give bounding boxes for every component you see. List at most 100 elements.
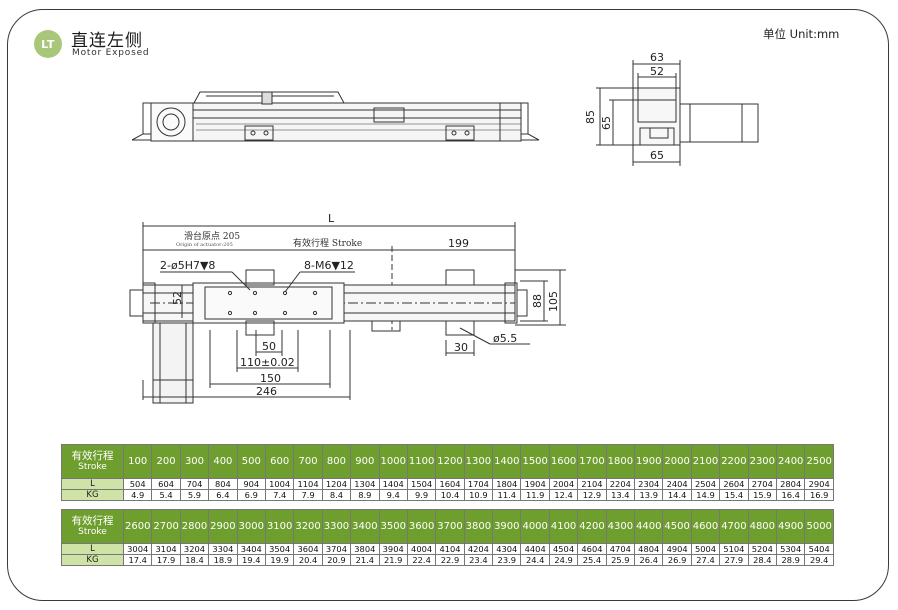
value-cell: 5404 (804, 543, 834, 555)
stroke-cell: 2700 (151, 509, 181, 544)
row-label: L (60, 478, 125, 490)
value-cell: 26.9 (662, 554, 692, 566)
value-cell: 19.4 (236, 554, 266, 566)
dim-65-v: 65 (600, 116, 613, 130)
dim-52-top: 52 (171, 291, 184, 305)
value-cell: 4204 (463, 543, 494, 555)
value-cell: 4104 (435, 543, 465, 555)
value-cell: 1604 (435, 478, 465, 490)
value-cell: 12.4 (548, 489, 579, 501)
value-cell: 904 (236, 478, 266, 490)
value-cell: 24.9 (548, 554, 579, 566)
dim-50: 50 (262, 340, 276, 353)
value-cell: 1504 (406, 478, 437, 490)
value-cell: 16.9 (804, 489, 834, 501)
stroke-cell: 3900 (492, 509, 522, 544)
value-cell: 3604 (293, 543, 323, 555)
technical-drawing: 63 52 85 65 65 (129, 51, 759, 404)
value-cell: 20.4 (293, 554, 323, 566)
row-label: KG (60, 554, 125, 566)
value-cell: 14.9 (690, 489, 721, 501)
stroke-cell: 4800 (747, 509, 778, 544)
value-cell: 17.4 (123, 554, 153, 566)
stroke-cell: 5000 (804, 509, 834, 544)
value-cell: 17.9 (151, 554, 181, 566)
stroke-cell: 4500 (662, 509, 692, 544)
stroke-cell: 3100 (264, 509, 295, 544)
value-cell: 3404 (236, 543, 266, 555)
stroke-cell: 2600 (123, 509, 153, 544)
stroke-cell: 3800 (463, 509, 494, 544)
value-cell: 27.9 (719, 554, 749, 566)
value-cell: 2204 (605, 478, 636, 490)
page-frame (7, 9, 889, 601)
stroke-cell: 1000 (378, 444, 408, 479)
value-cell: 2004 (548, 478, 579, 490)
value-cell: 28.9 (775, 554, 806, 566)
dim-52: 52 (650, 65, 664, 78)
value-cell: 2904 (804, 478, 834, 490)
stroke-cell: 1100 (406, 444, 437, 479)
row-label: L (60, 543, 125, 555)
top-view (129, 222, 566, 404)
dim-246: 246 (256, 385, 277, 398)
value-cell: 9.9 (406, 489, 437, 501)
value-cell: 4804 (634, 543, 664, 555)
value-cell: 6.9 (236, 489, 266, 501)
value-cell: 4904 (662, 543, 692, 555)
stroke-cell: 1200 (435, 444, 465, 479)
value-cell: 4704 (605, 543, 636, 555)
stroke-cell: 2900 (208, 509, 238, 544)
value-cell: 20.9 (321, 554, 352, 566)
value-cell: 11.9 (520, 489, 550, 501)
value-cell: 10.4 (435, 489, 465, 501)
stroke-cell: 700 (293, 444, 323, 479)
stroke-label-cn: 有效行程 (71, 449, 114, 462)
value-cell: 7.4 (264, 489, 295, 501)
stroke-cell: 3000 (236, 509, 266, 544)
stroke-cell: 1600 (548, 444, 579, 479)
value-cell: 13.4 (605, 489, 636, 501)
stroke-cell: 1700 (577, 444, 607, 479)
value-cell: 18.9 (208, 554, 238, 566)
value-cell: 1904 (520, 478, 550, 490)
value-cell: 2804 (775, 478, 806, 490)
value-cell: 4404 (520, 543, 550, 555)
value-cell: 10.9 (463, 489, 494, 501)
value-cell: 3104 (151, 543, 181, 555)
value-cell: 24.4 (520, 554, 550, 566)
value-cell: 5.4 (151, 489, 181, 501)
value-cell: 27.4 (690, 554, 721, 566)
value-cell: 1104 (293, 478, 323, 490)
value-cell: 8.4 (321, 489, 352, 501)
stroke-cell: 1300 (463, 444, 494, 479)
stroke-label-cn: 有效行程 (71, 514, 114, 527)
stroke-cell: 200 (151, 444, 181, 479)
value-cell: 28.4 (747, 554, 778, 566)
page-subtitle: Motor Exposed (72, 48, 150, 58)
value-cell: 13.9 (634, 489, 664, 501)
dim-5-5: ø5.5 (493, 332, 517, 345)
stroke-cell: 2800 (179, 509, 210, 544)
stroke-cell: 600 (264, 444, 295, 479)
value-cell: 5304 (775, 543, 806, 555)
dim-L: L (328, 212, 335, 225)
unit-label: 单位 Unit:mm (763, 27, 840, 41)
dim-65-h: 65 (650, 149, 664, 162)
value-cell: 9.4 (378, 489, 408, 501)
stroke-cell: 400 (208, 444, 238, 479)
hole-callout-2: 8-M6▼12 (304, 259, 354, 272)
value-cell: 2104 (577, 478, 607, 490)
value-cell: 3504 (264, 543, 295, 555)
stroke-cell: 4000 (520, 509, 550, 544)
value-cell: 19.9 (264, 554, 295, 566)
value-cell: 21.9 (378, 554, 408, 566)
value-cell: 3904 (378, 543, 408, 555)
value-cell: 704 (179, 478, 210, 490)
value-cell: 2604 (719, 478, 749, 490)
stroke-cell: 4900 (775, 509, 806, 544)
value-cell: 29.4 (804, 554, 834, 566)
